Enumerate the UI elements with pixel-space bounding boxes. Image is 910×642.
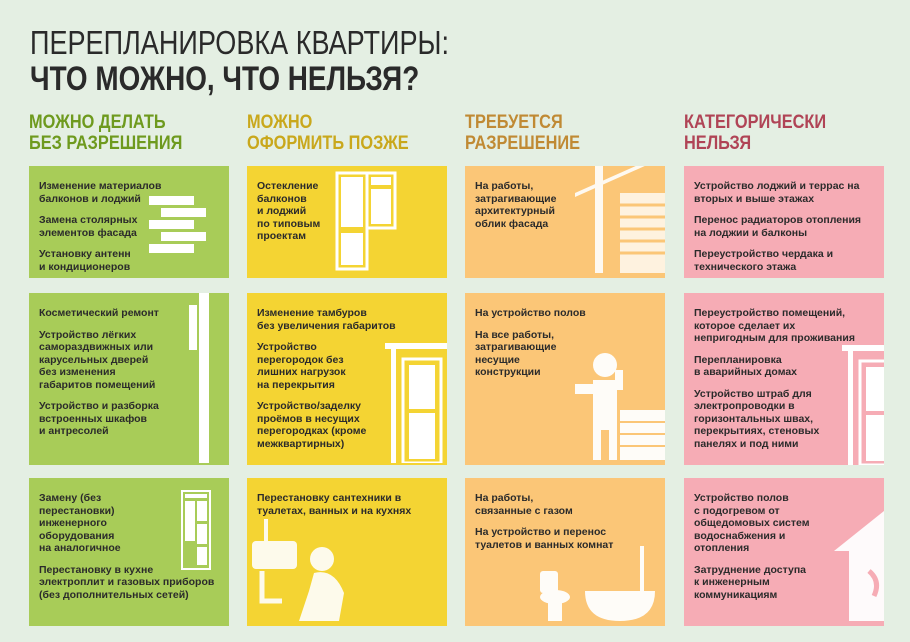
card-item: Перепланировка в аварийных домах <box>694 353 798 379</box>
builder-icon <box>575 350 665 465</box>
card-item: Перестановку в кухне электроплит и газов… <box>39 563 215 601</box>
column-heading-line: МОЖНО ДЕЛАТЬ <box>29 112 166 133</box>
card-item: Устройство полов с подогревом от общедом… <box>694 492 810 554</box>
card-item: Переустройство помещений, которое сделае… <box>694 307 855 344</box>
page-title-line-2: ЧТО МОЖНО, ЧТО НЕЛЬЗЯ? <box>30 60 420 98</box>
column-heading-line: МОЖНО <box>247 112 313 133</box>
card-item: На работы, связанные с газом <box>475 492 573 517</box>
card-item: Устройство перегородок без лишних нагруз… <box>257 341 346 391</box>
card-forbidden-1: Устройство лоджий и террас на вторых и в… <box>684 166 884 278</box>
plumber-icon <box>252 511 392 626</box>
card-item: Изменение тамбуров без увеличения габари… <box>257 307 396 332</box>
card-permit-required-3: На работы, связанные с газом На устройств… <box>465 478 665 626</box>
wardrobe-icon <box>159 293 229 465</box>
card-item: Переустройство чердака и технического эт… <box>694 248 834 273</box>
bricks-icon <box>149 196 219 271</box>
window-icon <box>335 171 397 276</box>
card-item: Перестановку сантехники в туалетах, ванн… <box>257 492 412 517</box>
card-item: Замена столярных элементов фасада <box>39 214 138 239</box>
column-heading-line: ОФОРМИТЬ ПОЗЖЕ <box>247 133 409 154</box>
card-legalize-later-2: Изменение тамбуров без увеличения габари… <box>247 293 447 465</box>
card-item: На устройство и перенос туалетов и ванны… <box>475 526 614 551</box>
crane-icon <box>575 166 665 278</box>
card-legalize-later-3: Перестановку сантехники в туалетах, ванн… <box>247 478 447 626</box>
card-item: Устройство лёгких самораздвижных или кар… <box>39 328 156 391</box>
card-item: На работы, затрагивающие архитектурный о… <box>475 180 557 230</box>
door-icon <box>842 345 884 465</box>
door-icon <box>385 343 447 465</box>
card-permit-required-2: На устройство полов На все работы, затраг… <box>465 293 665 465</box>
card-item: Устройство штраб для электропроводки в г… <box>694 387 820 450</box>
card-forbidden-3: Устройство полов с подогревом от общедом… <box>684 478 884 626</box>
column-heading-line: ТРЕБУЕТСЯ <box>465 112 563 133</box>
card-item: Перенос радиаторов отопления на лоджии и… <box>694 214 862 239</box>
column-heading-line: БЕЗ РАЗРЕШЕНИЯ <box>29 133 183 154</box>
kitchen-cabinet-icon <box>181 490 211 575</box>
page-title-line-1: ПЕРЕПЛАНИРОВКА КВАРТИРЫ: <box>30 24 450 61</box>
bathroom-icon <box>530 541 660 626</box>
card-item: На устройство полов <box>475 307 586 319</box>
column-heading-line: КАТЕГОРИЧЕСКИ <box>684 112 827 133</box>
card-item: На все работы, затрагивающие несущие кон… <box>475 328 557 379</box>
card-item: Косметический ремонт <box>39 307 159 319</box>
card-item: Устройство/заделку проёмов в несущих пер… <box>257 400 367 450</box>
card-item: Установку антенн и кондиционеров <box>39 248 131 273</box>
column-heading-line: РАЗРЕШЕНИЕ <box>465 133 581 154</box>
card-item: Устройство лоджий и террас на вторых и в… <box>694 180 860 205</box>
card-no-permit-3: Замену (без перестановки) инженерного об… <box>29 478 229 626</box>
card-item: Затруднение доступа к инженерным коммуни… <box>694 563 807 601</box>
card-item: Замену (без перестановки) инженерного об… <box>39 492 121 554</box>
card-item: Остекление балконов и лоджий по типовым … <box>257 180 321 242</box>
card-item: Изменение материалов балконов и лоджий <box>39 180 162 205</box>
card-forbidden-2: Переустройство помещений, которое сделае… <box>684 293 884 465</box>
card-item: Устройство и разборка встроенных шкафов … <box>39 400 159 437</box>
card-legalize-later-1: Остекление балконов и лоджий по типовым … <box>247 166 447 278</box>
house-icon <box>834 511 884 626</box>
column-heading-line: НЕЛЬЗЯ <box>684 133 752 154</box>
card-permit-required-1: На работы, затрагивающие архитектурный о… <box>465 166 665 278</box>
